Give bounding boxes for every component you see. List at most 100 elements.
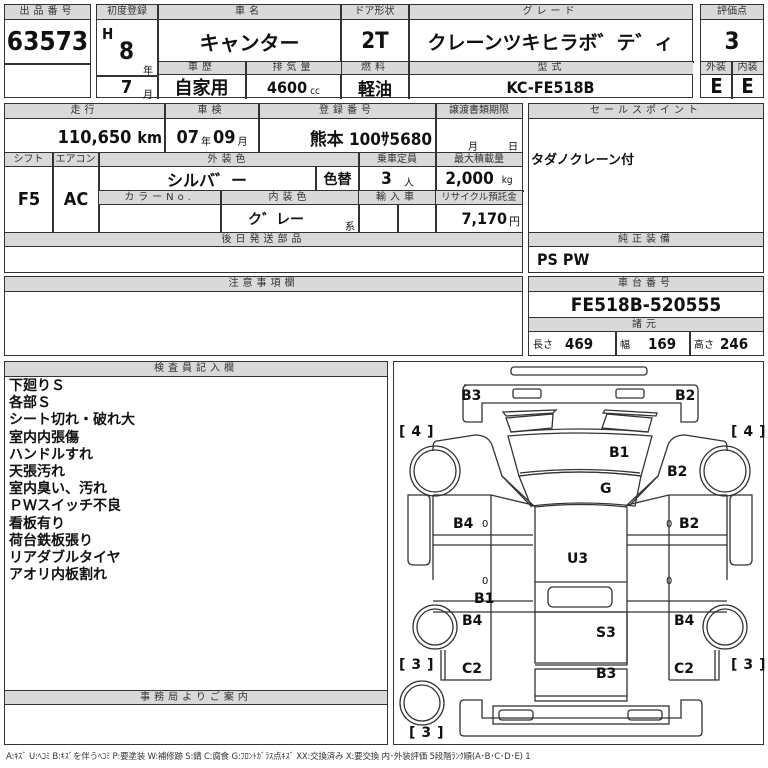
remark-line: 各部Ｓ	[9, 395, 51, 412]
capacity-number: 3	[381, 168, 392, 189]
damage-diagram-box: B3 B2 B1 G B2 B4 B2 U3 B1 B4 S3 B4 C2 C2…	[393, 361, 766, 745]
door-type-value: 2T	[361, 28, 389, 54]
tire-spare-value: 3	[421, 725, 435, 741]
damage-label-right-door: B2	[679, 516, 700, 532]
inspection-value: 07 年 09 月	[165, 119, 259, 155]
tire-spare: [3]	[409, 725, 447, 741]
car-name-label: 車名	[158, 5, 341, 20]
remark-line: 室内臭い、汚れ	[9, 481, 107, 498]
damage-label-front-right-fender: B2	[667, 464, 688, 480]
remark-line: ハンドルすれ	[9, 446, 93, 463]
tire-rear-left-value: 3	[411, 657, 425, 673]
damage-label-rear-right-corner: C2	[674, 661, 695, 677]
model-code-label: 型式	[410, 62, 693, 75]
color-no-value	[99, 205, 220, 232]
door-handle-mark: 0	[666, 519, 673, 530]
first-registration-label: 初度登録	[97, 5, 158, 20]
recycle-fee-value: 7,170 円	[436, 205, 522, 232]
remark-line: 荷台鉄板張り	[9, 532, 93, 549]
shift-label: シフト	[5, 153, 53, 167]
history-value: 自家用	[174, 78, 229, 99]
recycle-fee-label: リサイクル預託金	[436, 191, 522, 205]
color-no-label: カラーNo.	[99, 191, 221, 205]
history-label: 車歴	[159, 62, 246, 75]
grade-value: クレーンツキヒラボ゛テ゛ィ	[427, 31, 674, 54]
door-handle-mark: 0	[482, 576, 489, 587]
inspection-month: 09	[213, 126, 236, 148]
aircon-value: AC	[63, 189, 89, 210]
lot-number-label: 出品番号	[5, 5, 90, 20]
import-value	[359, 205, 397, 232]
inspection-label: 車検	[165, 104, 259, 119]
capacity-unit: 人	[403, 178, 414, 189]
car-name-value: キャンター	[199, 30, 300, 55]
width-value: 169	[648, 334, 677, 353]
tire-rear-left: [3]	[399, 657, 437, 673]
registration-month: 7	[121, 77, 133, 98]
genuine-equipment-label: 純正装備	[529, 233, 763, 247]
inspector-lines: 下廻りＳ 各部Ｓ シート切れ・破れ大 室内内張傷 ハンドルすれ 天張汚れ 室内臭…	[9, 378, 135, 584]
transfer-deadline-label: 譲渡書類期限	[436, 104, 522, 119]
fuel-value: 軽油	[358, 79, 392, 100]
year-unit: 年	[143, 66, 153, 77]
damage-label-bed: S3	[596, 625, 616, 641]
mileage-label: 走行	[5, 104, 165, 119]
office-notice-label: 事務局よりご案内	[5, 691, 387, 705]
transfer-month-unit: 月	[468, 142, 478, 153]
spec-height: 高さ 246	[690, 332, 763, 355]
vehicle-header-box: 初度登録 車名 ドア形状 グレード H 8 年 7 月 キャンター 2T クレー…	[96, 4, 694, 101]
height-value: 246	[720, 334, 749, 353]
damage-label-front-left-bumper: B3	[461, 388, 482, 404]
tire-rear-right: [3]	[731, 657, 768, 673]
lot-number-value: 63573	[6, 27, 89, 57]
capacity-label: 乗車定員	[359, 153, 436, 167]
repaint-value: 色替	[323, 171, 352, 188]
registration-year: 8	[119, 37, 135, 65]
transfer-day-unit: 日	[508, 142, 518, 153]
fuel-label: 燃料	[342, 62, 408, 75]
interior-grade-label: 内装	[732, 62, 763, 75]
width-label: 幅	[620, 340, 630, 351]
remark-line: シート切れ・破れ大	[9, 412, 135, 429]
tire-front-right-value: 4	[743, 424, 757, 440]
genuine-equipment-value: PS PW	[537, 250, 590, 269]
spec-width: 幅 169	[616, 332, 689, 355]
score-label: 評価点	[701, 5, 763, 20]
exterior-color-label: 外装色	[99, 153, 359, 167]
mileage-number: 110,650	[57, 126, 132, 148]
remark-line: 下廻りＳ	[9, 378, 65, 394]
remark-line: 看板有り	[9, 515, 65, 532]
damage-label-rear-left-corner: C2	[462, 661, 483, 677]
vehicle-details-box: 走行 車検 登録番号 譲渡書類期限 110,650 km 07 年 09 月 熊…	[4, 103, 524, 273]
office-notice-value	[5, 705, 387, 743]
later-parts-value	[5, 247, 522, 271]
chassis-box: 車台番号 FE518B-520555 諸元 長さ 469 幅 169 高さ 24…	[528, 276, 764, 356]
inspector-box: 検査員記入欄 下廻りＳ 各部Ｓ シート切れ・破れ大 室内内張傷 ハンドルすれ 天…	[4, 361, 388, 745]
displacement-value: 4600 cc	[246, 75, 341, 99]
sales-point-box: セールスポイント タダノクレーン付 純正装備 PS PW	[528, 103, 764, 273]
interior-grade-value: E	[741, 75, 754, 97]
displacement-label: 排気量	[246, 62, 341, 75]
inspector-label: 検査員記入欄	[5, 362, 387, 377]
damage-label-hood: B1	[609, 445, 630, 461]
max-load-value: 2,000 kg	[436, 167, 522, 190]
exterior-grade-label: 外装	[701, 62, 732, 75]
remark-line: 室内内張傷	[9, 429, 79, 446]
specs-label: 諸元	[529, 318, 763, 332]
truck-diagram-icon	[398, 365, 753, 737]
damage-label-left-rocker: B1	[474, 591, 495, 607]
chassis-number: FE518B-520555	[570, 294, 722, 316]
registration-number-label: 登録番号	[259, 104, 436, 119]
damage-label-left-door: B4	[453, 516, 474, 532]
registration-number-value: 熊本 100ｻ5680	[309, 129, 432, 150]
score-value: 3	[724, 27, 740, 55]
exterior-grade-value: E	[710, 75, 723, 97]
damage-label-rear-right: B4	[674, 613, 695, 629]
recycle-fee-number: 7,170	[461, 209, 507, 228]
length-value: 469	[565, 334, 594, 353]
tire-front-left: [4]	[399, 424, 437, 440]
exterior-color-value: シルバ゛ー	[166, 170, 247, 190]
shift-value: F5	[17, 189, 41, 210]
interior-color-label: 内装色	[221, 191, 359, 205]
remark-line: ＰＷスイッチ不良	[9, 498, 121, 515]
